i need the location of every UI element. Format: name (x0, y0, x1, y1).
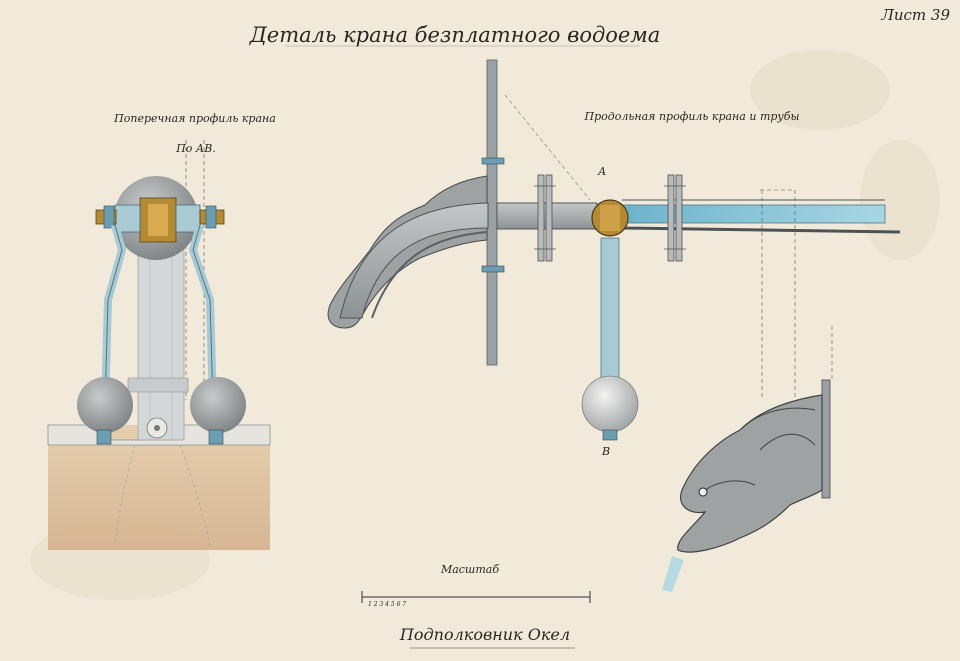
signature: Подполковник Окел (399, 625, 570, 644)
lever-counterweight (581, 375, 639, 433)
sheet-number: Лист 39 (880, 6, 950, 24)
right-counterweight (190, 377, 246, 433)
curved-pipe (339, 202, 489, 319)
cross-section-label: Поперечная профиль крана (113, 112, 276, 125)
scale-ticks: 1 2 3 4 5 6 7 (368, 601, 406, 608)
cross-section-view: Поперечная профиль крана По АВ. (47, 112, 276, 550)
left-counterweight (77, 377, 133, 433)
pipe-flanges (534, 174, 686, 262)
longitudinal-section-view: Продольная профиль крана и трубы (327, 59, 901, 458)
water-pipe (621, 204, 886, 224)
masonry-base (48, 425, 270, 550)
valve-lever (600, 237, 620, 379)
scale-label: Масштаб (440, 563, 499, 576)
cut-line-label: По АВ. (175, 142, 216, 155)
sheet-title: Деталь крана безплатного водоема (249, 23, 661, 47)
dragon-head-spout (662, 379, 831, 592)
longitudinal-section-label: Продольная профиль крана и трубы (584, 110, 800, 123)
water-jet (662, 556, 684, 592)
vertical-pipe (137, 239, 185, 441)
point-b-label: В (601, 445, 610, 458)
scale-bar: Масштаб 1 2 3 4 5 6 7 (361, 563, 591, 608)
point-a-label: А (597, 165, 606, 178)
